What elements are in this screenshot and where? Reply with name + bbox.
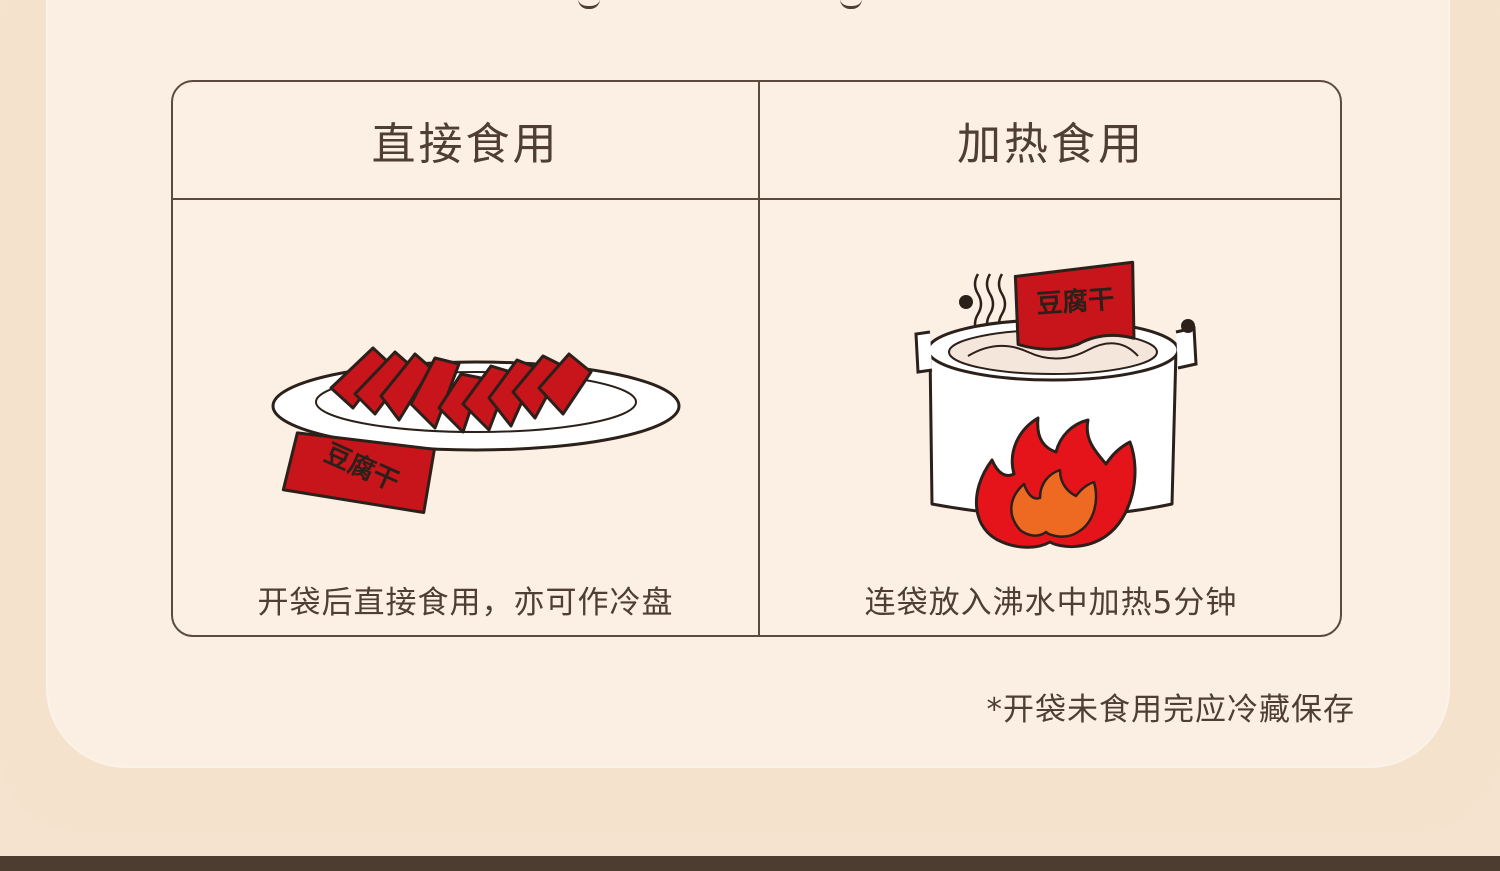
column-divider [758,82,760,635]
method-title-direct: 直接食用 [371,119,560,170]
method-caption-direct: 开袋后直接食用，亦可作冷盘 [257,585,674,621]
method-caption-heated: 连袋放入沸水中加热5分钟 [864,585,1238,621]
pot-over-fire-icon: 豆腐干 [914,260,1198,549]
decor-fragment [578,0,600,9]
decor-fragment [840,0,862,9]
row-divider [173,198,1340,200]
plate-of-tofu-slices-icon: 豆腐干 [271,346,681,515]
method-cell-heated: 豆腐干 连袋放入沸水中加热5分钟 [760,200,1340,635]
method-title-heated: 加热食用 [957,119,1145,170]
storage-footnote: *开袋未食用完应冷藏保存 [986,692,1355,728]
package-label: 豆腐干 [1035,285,1115,320]
method-cell-direct: 豆腐干 开袋后直接食用，亦可作冷盘 [173,200,758,635]
bottom-edge-strip [0,856,1500,871]
serving-methods-table: 直接食用 加热食用 豆腐干 开袋 [171,80,1342,637]
